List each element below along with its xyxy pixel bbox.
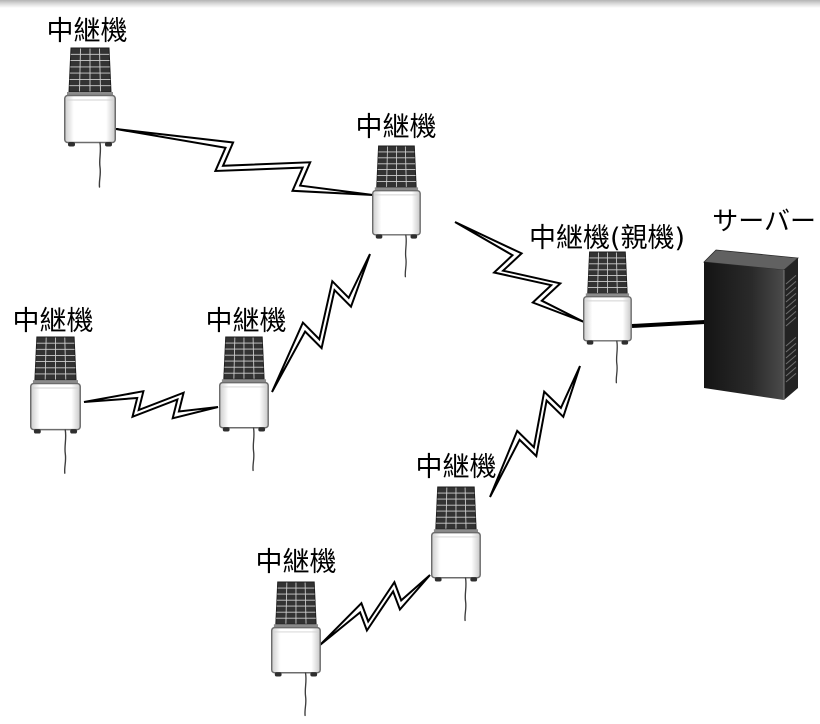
relay-label: 中継機 — [416, 452, 497, 483]
relay-label: 中継機 — [13, 306, 94, 337]
relay-node-mid-left: 中継機 — [206, 306, 287, 472]
wireless-link-mid-left-to-center — [271, 253, 371, 393]
wireless-link-left-to-mid-left — [83, 389, 219, 420]
relay-device-icon — [271, 581, 321, 717]
relay-device-icon — [219, 336, 269, 472]
relay-label: 中継機 — [356, 112, 437, 143]
wireless-link-top-left-to-center — [115, 128, 374, 196]
relay-node-lower-mid: 中継機 — [416, 452, 497, 622]
links — [83, 128, 706, 646]
wireless-link-lower-mid-to-master — [489, 365, 581, 498]
top-border — [0, 0, 820, 8]
wired-link-master-to-server — [631, 320, 706, 328]
master-relay-label: 中継機(親機) — [529, 223, 685, 254]
relay-label: 中継機 — [206, 306, 287, 337]
relay-device-icon — [371, 145, 421, 278]
server-node: サーバー — [703, 207, 816, 400]
relay-node-master: 中継機(親機) — [529, 223, 685, 384]
relay-node-bottom: 中継機 — [256, 547, 337, 717]
relay-device-icon — [583, 251, 632, 384]
server-icon — [703, 249, 799, 400]
server-label: サーバー — [712, 207, 816, 237]
relay-node-left: 中継機 — [13, 306, 94, 474]
relay-device-icon — [30, 336, 81, 474]
relay-label: 中継機 — [47, 16, 128, 47]
relay-device-icon — [64, 47, 116, 188]
relay-device-icon — [431, 486, 481, 622]
relay-label: 中継機 — [256, 547, 337, 578]
relay-node-top-left: 中継機 — [47, 16, 128, 188]
relay-node-center: 中継機 — [356, 112, 437, 278]
wireless-link-bottom-to-lower-mid — [319, 574, 431, 646]
